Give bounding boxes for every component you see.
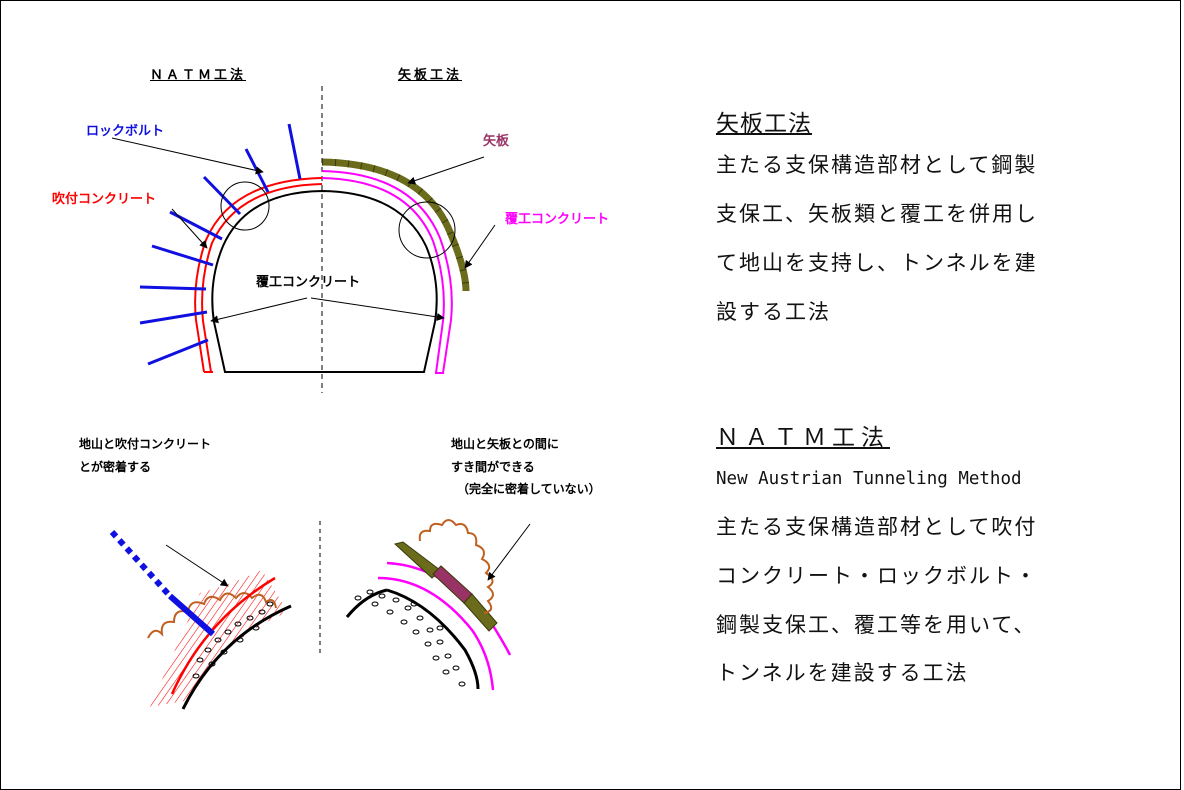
- lining-label-center: 覆工コンクリート: [256, 275, 361, 290]
- natm-desc-line1: 主たる支保構造部材として吹付: [716, 515, 1038, 539]
- yaita-desc-line4: 設する工法: [716, 300, 831, 324]
- natm-detail-circle: [220, 181, 270, 231]
- yaita-detail-caption-line1: 地山と矢板との間に: [451, 437, 559, 451]
- ground-scallops-right: [418, 519, 494, 614]
- rock-bolt-detail-dashed: [109, 529, 173, 599]
- yaita-boards: [321, 158, 470, 292]
- rock-bolt-label: ロックボルト: [86, 124, 165, 139]
- natm-english: New Austrian Tunneling Method: [716, 469, 1022, 489]
- shotcrete-inner-line: [201, 183, 323, 373]
- yaita-detail-caption-line2: すき間ができる: [451, 459, 535, 474]
- yaita-detail-circle: [398, 201, 456, 259]
- rock-bolts: [139, 123, 302, 366]
- natm-title: ＮＡＴＭ工法: [716, 425, 890, 451]
- natm-desc-line3: 鋼製支保工、覆工等を用いて、: [716, 613, 1037, 637]
- yaita-desc-line3: て地山を支持し、トンネルを建: [716, 251, 1038, 275]
- natm-detail: [109, 529, 292, 710]
- shotcrete-label: 吹付コンクリート: [52, 192, 157, 207]
- ground-scallops-left: [147, 592, 277, 639]
- yaita-title: 矢板工法: [716, 111, 812, 137]
- shotcrete-detail-line: [170, 576, 276, 695]
- shotcrete-outer-line: [194, 177, 323, 373]
- lining-outer-line: [321, 170, 453, 374]
- yaita-desc-line2: 支保工、矢板類と覆工を併用し: [716, 202, 1038, 226]
- natm-detail-caption-line2: とが密着する: [79, 459, 152, 474]
- natm-desc-line2: コンクリート・ロックボルト・: [716, 564, 1038, 588]
- leader-arrows: [111, 137, 496, 324]
- natm-detail-caption: 地山と吹付コンクリート とが密着する: [79, 437, 211, 475]
- yaita-detail-caption-line3: （完全に密着していない）: [457, 482, 601, 497]
- yaita-detail-boards: [393, 541, 498, 632]
- lining-detail-line-left: [181, 604, 292, 710]
- tunnel-inner-profile: [211, 189, 438, 373]
- yaita-label: 矢板: [483, 134, 510, 149]
- natm-desc-line4: トンネルを建設する工法: [716, 661, 969, 685]
- natm-header: ＮＡＴＭ工法: [150, 68, 247, 83]
- lining-inner-line: [321, 177, 445, 374]
- yaita-desc-line1: 主たる支保構造部材として鋼製: [716, 153, 1038, 177]
- natm-detail-caption-line1: 地山と吹付コンクリート: [79, 437, 212, 451]
- yaita-detail: [345, 519, 531, 691]
- tunnel-diagram: [109, 86, 531, 710]
- rock-bolt-detail-solid: [168, 593, 215, 637]
- yaita-header: 矢板工法: [398, 68, 463, 83]
- yaita-detail-caption: 地山と矢板との間に すき間ができる （完全に密着していない）: [451, 437, 601, 498]
- lining-label-right: 覆工コンクリート: [505, 212, 610, 227]
